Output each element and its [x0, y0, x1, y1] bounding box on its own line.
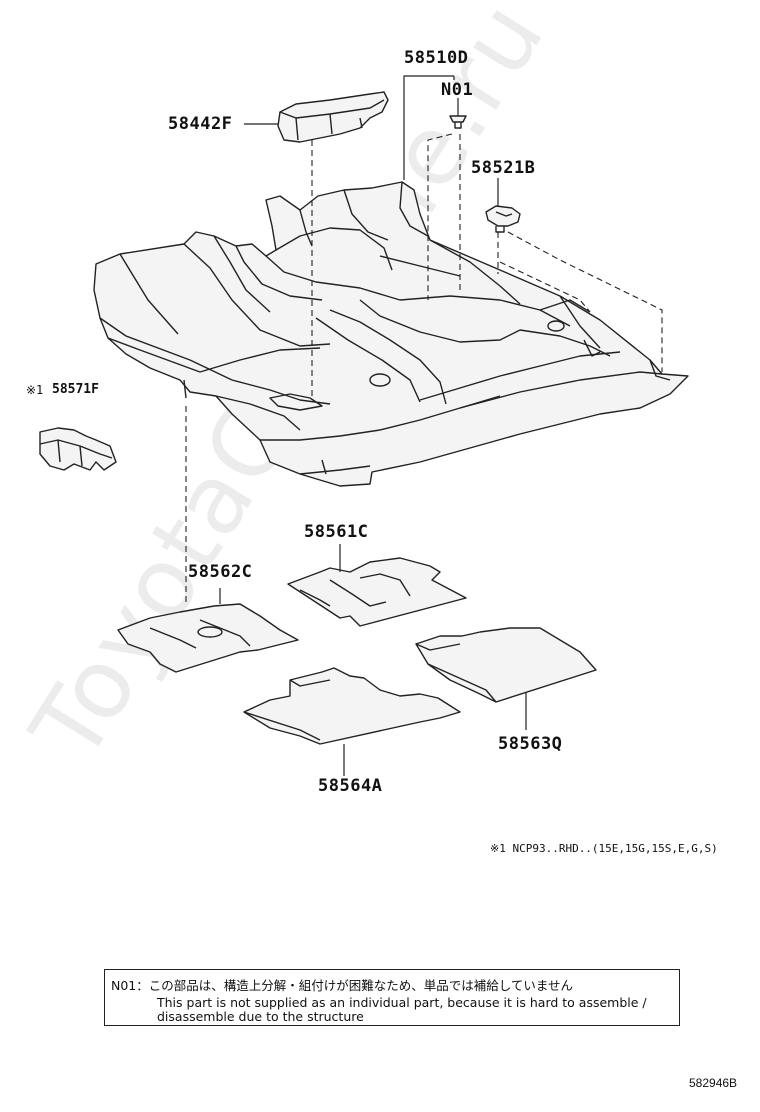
clip-58521B-drawing [485, 205, 521, 233]
supply-note-box: N01：この部品は、構造上分解・組付けが困難なため、単品では補給していません T… [104, 969, 680, 1026]
mat-58563Q-drawing [415, 627, 597, 703]
part-number-58521B: 58521B [471, 158, 536, 178]
supply-note-japanese: N01：この部品は、構造上分解・組付けが困難なため、単品では補給していません [111, 978, 574, 993]
part-number-58510D: 58510D [404, 48, 469, 68]
insulator-58442F-drawing [277, 91, 389, 143]
mat-58562C-drawing [117, 603, 299, 673]
part-number-N01: N01 [441, 80, 474, 100]
part-number-58563Q: 58563Q [498, 734, 563, 754]
supply-note-english-line2: disassemble due to the structure [157, 1009, 364, 1024]
variant-footnote: ※1 NCP93..RHD..(15E,15G,15S,E,G,S) [490, 842, 718, 855]
part-number-58561C: 58561C [304, 522, 369, 542]
supply-note-english-line1: This part is not supplied as an individu… [157, 995, 647, 1010]
clip-N01-drawing [449, 115, 467, 129]
floor-carpet-58510D-drawing [93, 181, 689, 487]
variant-mark: ※1 [26, 383, 44, 397]
mat-58564A-drawing [243, 667, 461, 745]
pad-58571F-drawing [39, 427, 117, 471]
part-number-58442F: 58442F [168, 114, 233, 134]
dashed-guide-lines [185, 133, 663, 606]
mat-58561C-drawing [287, 557, 467, 627]
part-number-58562C: 58562C [188, 562, 253, 582]
part-number-58571F: 58571F [52, 382, 99, 397]
part-number-58564A: 58564A [318, 776, 383, 796]
figure-id: 582946B [689, 1076, 738, 1090]
leader-lines [219, 75, 527, 776]
